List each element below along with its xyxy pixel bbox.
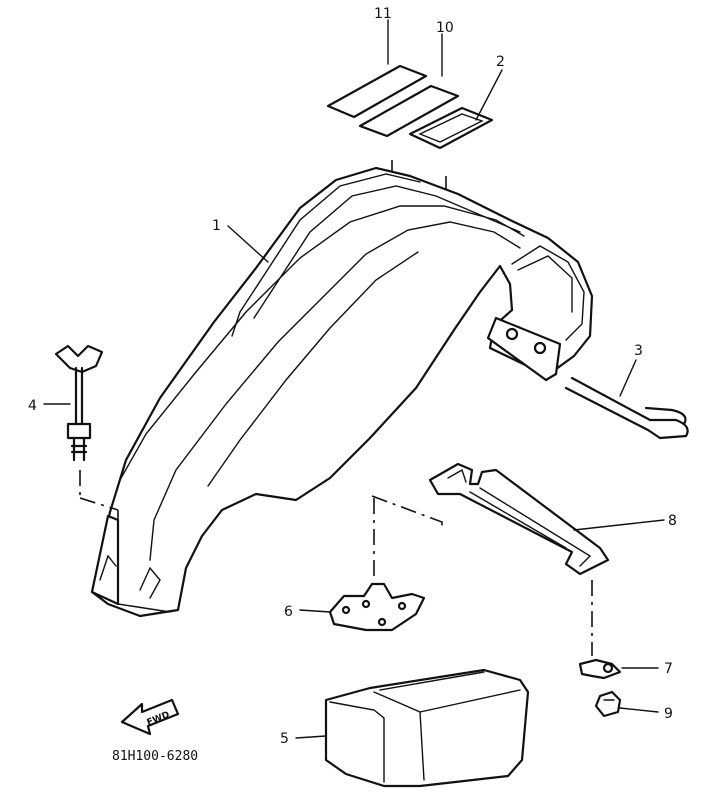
- callout-8: 8: [668, 513, 677, 529]
- guide-line-plate: [371, 495, 443, 530]
- callout-5: 5: [280, 731, 289, 747]
- part-8-strap: [428, 462, 610, 576]
- part-11-decal: [326, 64, 428, 119]
- part-9-nut: [594, 690, 622, 718]
- part-5-cover: [324, 668, 530, 788]
- leader-5: [295, 735, 327, 739]
- callout-4: 4: [28, 398, 37, 414]
- part-3-hook-pin: [564, 376, 689, 440]
- part-2-label: [408, 106, 494, 150]
- leader-3: [619, 359, 637, 397]
- part-10-decal: [358, 84, 460, 138]
- callout-11: 11: [374, 6, 392, 22]
- callout-7: 7: [664, 661, 673, 677]
- part-4-wing-bolt: [54, 344, 104, 462]
- callout-1: 1: [212, 218, 221, 234]
- fwd-arrow-icon: FWD: [120, 698, 180, 736]
- callout-10: 10: [436, 20, 454, 36]
- leader-6: [299, 609, 331, 613]
- callout-6: 6: [284, 604, 293, 620]
- part-1-fender: [90, 166, 594, 618]
- guide-line-bolt-2: [79, 497, 119, 511]
- leader-9: [619, 707, 659, 713]
- callout-2: 2: [496, 54, 505, 70]
- diagram-code: 81H100-6280: [112, 749, 198, 764]
- part-6-plate: [328, 582, 426, 632]
- callout-9: 9: [664, 706, 673, 722]
- callout-3: 3: [634, 343, 643, 359]
- leader-1: [227, 225, 269, 263]
- leader-2: [475, 69, 503, 121]
- leader-8: [573, 519, 665, 531]
- part-7-clip-nut: [578, 658, 622, 680]
